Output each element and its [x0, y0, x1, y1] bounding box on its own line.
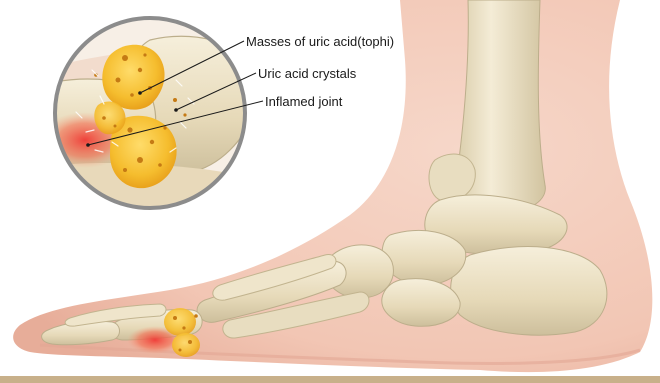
label-tophi: Masses of uric acid(tophi): [246, 34, 394, 50]
label-inflamed-joint: Inflamed joint: [265, 94, 342, 110]
label-uric-acid-crystals: Uric acid crystals: [258, 66, 356, 82]
magnified-joint-inset: [40, 15, 260, 220]
bottom-accent-bar: [0, 376, 660, 383]
calcaneus-bone: [451, 247, 607, 336]
